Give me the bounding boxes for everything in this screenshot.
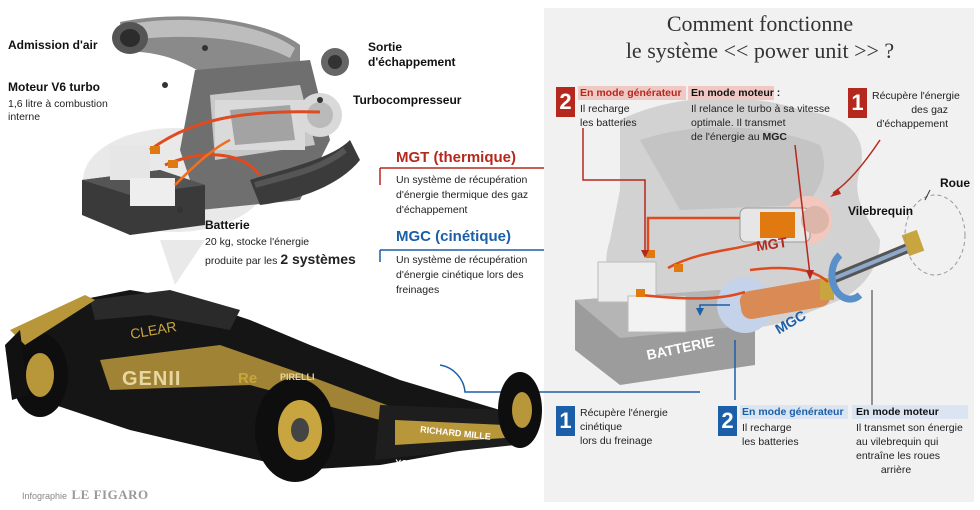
title-line-2: le système << power unit >> ? bbox=[625, 38, 895, 63]
mgc-title: MGC (cinétique) bbox=[396, 228, 511, 245]
step-blue-2-mot-desc-4: arrière bbox=[880, 464, 912, 476]
step-red-2-mot-desc-2: optimale. Il transmet bbox=[691, 117, 786, 129]
step-blue-2-mot-bar bbox=[852, 405, 968, 419]
step-red-1-desc-2: des gaz bbox=[911, 104, 948, 116]
label-moteur-desc-1: 1,6 litre à combustion bbox=[8, 98, 108, 110]
step-blue-1-badge: 1 bbox=[556, 406, 575, 436]
mgt-desc-1: Un système de récupération bbox=[396, 174, 528, 186]
car-sponsor-pirelli: PIRELLI bbox=[280, 372, 315, 382]
car-sponsor-re: Re bbox=[238, 370, 258, 387]
step-blue-2-gen-bar bbox=[740, 405, 848, 419]
step-red-2-gen-desc-2: les batteries bbox=[580, 117, 637, 129]
step-red-2-mot-desc-3a: de l'énergie au bbox=[691, 131, 760, 143]
label-moteur-desc-2: interne bbox=[8, 111, 41, 123]
car-sponsor-genii: GENII bbox=[122, 368, 182, 390]
step-blue-2-gen-desc-1: Il recharge bbox=[742, 422, 792, 434]
step-red-2-gen-bar bbox=[578, 86, 686, 100]
label-sortie-1: Sortie bbox=[368, 40, 403, 54]
step-blue-2-gen-title: En mode générateur bbox=[742, 406, 844, 418]
mgt-desc-2: d'énergie thermique des gaz bbox=[396, 189, 529, 201]
step-red-2-badge: 2 bbox=[556, 87, 575, 117]
credit-brand-logo: LE FIGARO bbox=[71, 487, 149, 502]
step-red-1-desc-3: d'échappement bbox=[876, 118, 948, 130]
step-blue-2-gen-desc-2: les batteries bbox=[742, 436, 799, 448]
label-sortie-2: d'échappement bbox=[368, 55, 456, 69]
step-blue-2-mot-desc-3: entraîne les roues bbox=[856, 450, 941, 462]
mgt-leader bbox=[379, 167, 544, 185]
step-red-2-mot-desc-3b: MGC bbox=[762, 131, 787, 143]
step-red-2-gen-desc-1: Il recharge bbox=[580, 103, 630, 115]
credit: Infographie LE FIGARO bbox=[22, 486, 149, 504]
step-blue-2-mot-title: En mode moteur bbox=[856, 406, 939, 418]
step-blue-2-mot-desc-1: Il transmet son énergie bbox=[856, 422, 963, 434]
mgc-leader bbox=[379, 249, 544, 262]
diagram-label-roue: Roue bbox=[940, 176, 970, 190]
step-blue-2-mot-desc-2: au vilebrequin qui bbox=[856, 436, 939, 448]
mgt-title: MGT (thermique) bbox=[396, 149, 516, 166]
credit-prefix: Infographie bbox=[22, 491, 68, 501]
car-to-panel-leader bbox=[439, 364, 700, 393]
step-blue-1-desc-1: Récupère l'énergie bbox=[580, 407, 668, 419]
step-blue-1-desc-2: cinétique bbox=[580, 421, 623, 433]
diagram-label-vilebrequin: Vilebrequin bbox=[848, 204, 914, 218]
step-red-1-badge: 1 bbox=[848, 88, 867, 118]
mgc-desc-1: Un système de récupération bbox=[396, 254, 528, 266]
diagram-title: Comment fonctionne le système << power u… bbox=[560, 10, 960, 64]
step-red-2-mot-bar bbox=[688, 86, 774, 100]
label-batterie: Batterie bbox=[205, 218, 250, 232]
step-red-1-desc-1: Récupère l'énergie bbox=[872, 90, 960, 102]
label-batterie-desc-1: 20 kg, stocke l'énergie bbox=[205, 236, 310, 248]
step-red-2-gen-title: En mode générateur bbox=[580, 87, 682, 99]
step-red-2-mot-desc-3: de l'énergie au MGC bbox=[691, 131, 787, 144]
label-admission: Admission d'air bbox=[8, 38, 98, 52]
label-moteur: Moteur V6 turbo bbox=[8, 80, 100, 94]
mgc-desc-3: freinages bbox=[396, 284, 440, 296]
label-batterie-desc-2: produite par les 2 systèmes bbox=[205, 251, 356, 268]
engine-illustration bbox=[82, 16, 360, 285]
f1-car-illustration bbox=[5, 290, 542, 482]
step-red-2-mot-title: En mode moteur : bbox=[691, 87, 781, 99]
label-batterie-desc-2b: 2 systèmes bbox=[280, 251, 356, 267]
mgt-desc-3: d'échappement bbox=[396, 204, 468, 216]
step-blue-2-badge: 2 bbox=[718, 406, 737, 436]
mgc-desc-2: d'énergie cinétique lors des bbox=[396, 269, 524, 281]
label-turbo: Turbocompresseur bbox=[353, 93, 462, 107]
step-blue-1-desc-3: lors du freinage bbox=[580, 435, 653, 447]
title-line-1: Comment fonctionne bbox=[666, 11, 854, 36]
power-unit-diagram bbox=[575, 98, 966, 408]
label-batterie-desc-2a: produite par les bbox=[205, 255, 278, 267]
step-red-2-mot-desc-1: Il relance le turbo à sa vitesse bbox=[691, 103, 830, 115]
